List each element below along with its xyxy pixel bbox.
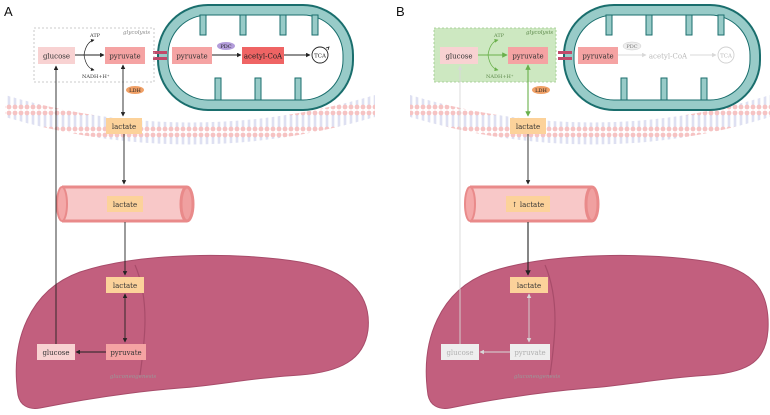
nadh-curl [487, 54, 499, 72]
gluconeogenesis-label: gluconeogenesis [514, 374, 560, 380]
panel-b: B glycolysis g [396, 4, 770, 409]
mito-pyruvate-box [172, 47, 212, 64]
glycolysis-label: glycolysis [123, 30, 150, 36]
nadh-curl [83, 54, 95, 71]
pdc-text: PDC [220, 44, 231, 50]
cell-membrane [410, 95, 770, 145]
mitochondrion [563, 4, 761, 111]
liver-lobe-line [544, 264, 556, 376]
liver-glucose-box [37, 344, 75, 360]
glycolysis-label: glycolysis [526, 30, 553, 36]
lactate-cell-text: lactate [516, 123, 540, 131]
glycolysis-region [33, 27, 155, 83]
lactate-liver-box [106, 277, 144, 293]
atp-label: ATP [493, 33, 505, 39]
tca-text: TCA [314, 54, 327, 60]
atp-curl [487, 38, 499, 56]
liver-lobe-line [134, 264, 146, 376]
gluconeogenesis-label: gluconeogenesis [110, 374, 156, 380]
tca-cycle [717, 46, 735, 64]
glucose-box [440, 47, 478, 64]
glucose-text: glucose [445, 53, 472, 61]
ldh-text: LDH [129, 88, 141, 94]
nadh-label: NADH+H⁺ [486, 74, 514, 80]
liver-glucose-text: glucose [446, 349, 473, 357]
liver-glucose-box [441, 344, 479, 360]
pyruvate-box [508, 47, 548, 64]
glucose-box [38, 47, 75, 64]
pdc-badge [217, 42, 235, 50]
ldh-badge [126, 86, 144, 94]
liver-pyruvate-box [510, 344, 550, 360]
mito-pyruvate-text: pyruvate [176, 53, 207, 61]
panel-a-label: A [4, 4, 13, 19]
acetyl-coa-box [242, 47, 284, 64]
cell-membrane [5, 95, 375, 145]
liver-organ [425, 254, 769, 409]
glucose-text: glucose [43, 53, 70, 61]
ldh-badge [532, 86, 550, 94]
mito-pyruvate-text: pyruvate [582, 53, 613, 61]
pdc-text: PDC [626, 44, 637, 50]
acetyl-coa-text: acetyl-CoA [244, 53, 283, 61]
lactate-vessel-box [107, 196, 143, 212]
lactate-liver-text: lactate [113, 282, 137, 290]
liver-pyruvate-box [106, 344, 146, 360]
lactate-vessel-text: lactate [113, 201, 137, 209]
ldh-text: LDH [535, 88, 547, 94]
lactate-vessel-text: ↑ lactate [512, 201, 544, 209]
acetyl-coa-text: acetyl-CoA [649, 53, 688, 61]
mitochondrial-carrier [153, 51, 167, 60]
mito-pyruvate-box [578, 47, 618, 64]
tca-cycle [311, 46, 329, 64]
atp-label: ATP [89, 33, 101, 39]
pyruvate-text: pyruvate [512, 53, 543, 61]
liver-glucose-text: glucose [42, 349, 69, 357]
panel-a: A gl [4, 4, 375, 409]
lactate-cell-text: lactate [112, 123, 136, 131]
pyruvate-box [105, 47, 145, 64]
pdc-badge [622, 41, 642, 51]
lactate-cell-box [106, 118, 142, 134]
liver-pyruvate-text: pyruvate [514, 349, 545, 357]
lactate-liver-box [510, 277, 548, 293]
lactate-liver-text: lactate [517, 282, 541, 290]
nadh-label: NADH+H⁺ [82, 74, 110, 80]
liver-pyruvate-text: pyruvate [110, 349, 141, 357]
lactate-vessel-box [506, 196, 550, 212]
mitochondrial-carrier [558, 51, 572, 60]
lactate-cell-box [510, 118, 546, 134]
pyruvate-text: pyruvate [109, 53, 140, 61]
atp-curl [83, 39, 95, 56]
panel-b-label: B [396, 4, 405, 19]
tca-text: TCA [720, 54, 733, 60]
liver-organ [15, 254, 369, 409]
